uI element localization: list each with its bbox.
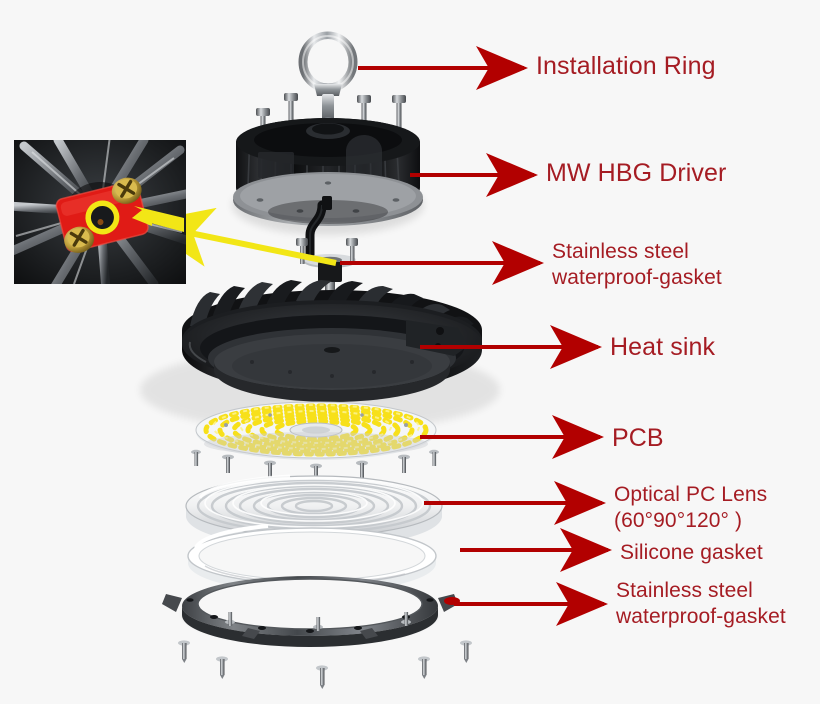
detail-inset-photo [14, 140, 186, 284]
component-top-screws [256, 93, 406, 138]
callout-label-line1: Installation Ring [536, 52, 716, 80]
callout-label-silicone-gasket: Silicone gasket [620, 540, 763, 565]
component-driver-cable [305, 196, 332, 260]
callout-label-line2: waterproof-gasket [616, 605, 786, 628]
callout-label-pcb: PCB [612, 424, 664, 453]
callout-label-heat-sink: Heat sink [610, 333, 715, 362]
callout-label-stainless-steel-waterproof-gasket-bottom: Stainless steel waterproof-gasket [616, 578, 786, 630]
component-mw-hbg-driver [232, 118, 424, 235]
callout-label-stainless-steel-waterproof-gasket-top: Stainless steel waterproof-gasket [552, 239, 722, 291]
component-mid-screws [191, 449, 439, 482]
component-bottom-screws [178, 640, 472, 689]
callout-arrows [340, 46, 612, 626]
callout-label-line1: Stainless steel [552, 240, 689, 263]
callout-label-optical-pc-lens: Optical PC Lens (60°90°120° ) [614, 482, 767, 534]
component-heat-sink [140, 280, 500, 432]
component-stainless-steel-waterproof-gasket-bottom [162, 576, 460, 647]
callout-label-line1: Optical PC Lens [614, 483, 768, 506]
callout-label-mw-hbg-driver: MW HBG Driver [546, 159, 726, 188]
component-silicone-gasket [187, 524, 437, 593]
callout-label-line1: PCB [612, 424, 664, 452]
callout-label-line1: Heat sink [610, 333, 716, 361]
component-pcb [195, 401, 437, 460]
callout-label-line1: MW HBG Driver [546, 159, 727, 187]
callout-label-line2: (60°90°120° ) [614, 509, 743, 532]
callout-label-installation-ring: Installation Ring [536, 52, 716, 81]
callout-label-line1: Silicone gasket [620, 541, 763, 564]
callout-label-line2: waterproof-gasket [552, 266, 722, 289]
callout-label-line1: Stainless steel [616, 579, 753, 602]
